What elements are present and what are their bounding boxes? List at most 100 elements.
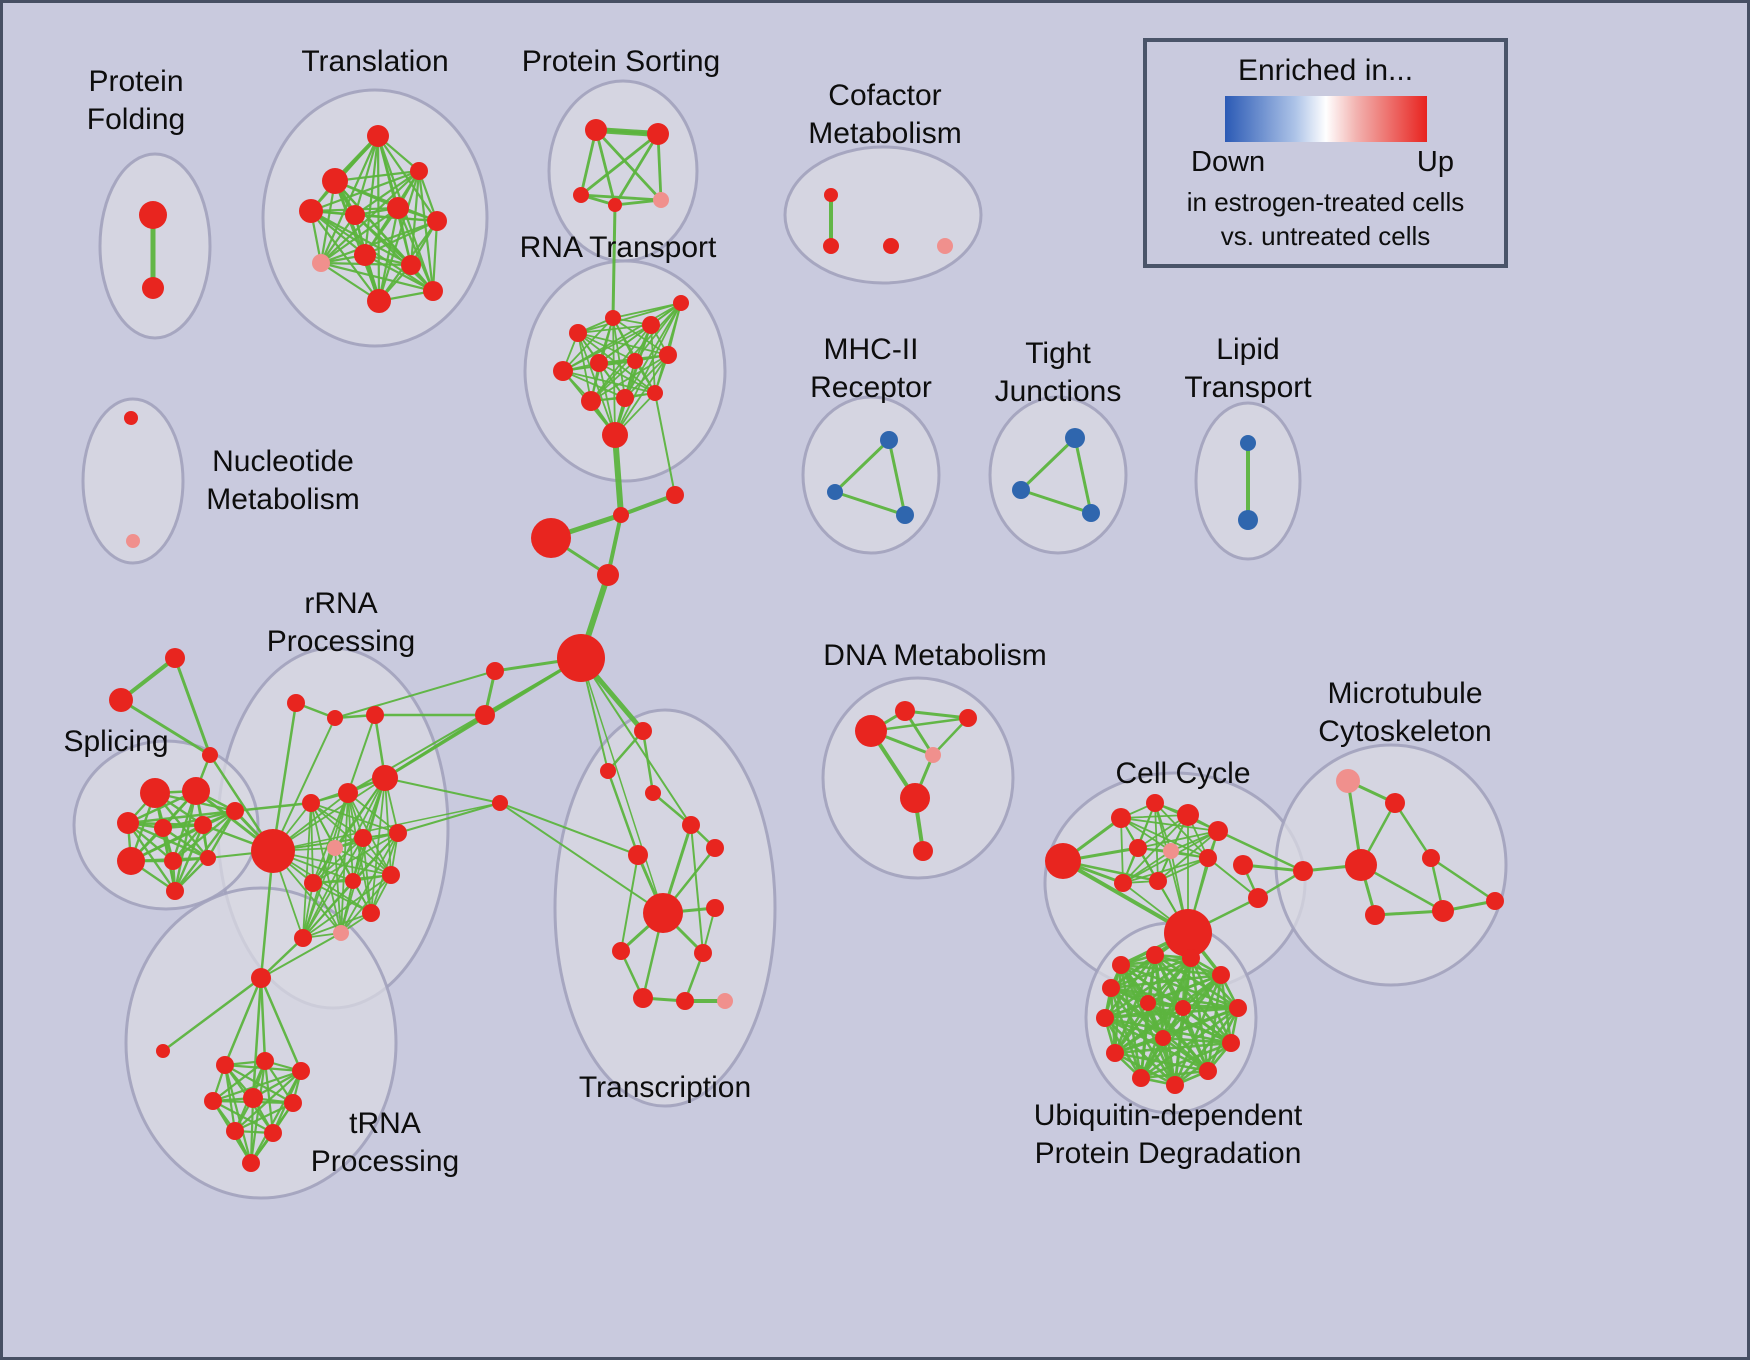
node [645,785,661,801]
edge [562,317,614,372]
edge [1019,488,1093,515]
cluster-ellipse-nucleotide-metabolism [81,397,185,565]
node [706,839,724,857]
edge [1154,802,1159,882]
edge [1109,986,1177,1087]
node [345,873,361,889]
nodes-layer [109,119,1504,1172]
node [1365,905,1385,925]
legend-down-label: Down [1191,146,1266,178]
node [117,812,139,834]
node [553,361,573,381]
node [1146,946,1164,964]
node [367,125,389,147]
edge [1103,1016,1210,1073]
edge [272,802,501,852]
edge [1113,1041,1233,1055]
node [616,389,634,407]
node [327,710,343,726]
edge [223,1063,295,1105]
node [154,819,172,837]
cluster-label-trna-processing: tRNA [349,1107,421,1140]
edge [624,354,669,399]
edge [1113,1006,1185,1055]
cluster-label-microtubule-cytoskeleton: Microtubule [1327,677,1482,710]
edge [397,802,501,834]
node [855,715,887,747]
node [1208,821,1228,841]
cluster-label-translation: Translation [301,45,448,78]
node [367,289,391,313]
edge [302,777,386,939]
edge [126,809,237,825]
edge [129,809,237,863]
edge [833,490,907,517]
edge [363,253,435,293]
node [590,354,608,372]
node [182,777,210,805]
edge [233,801,313,813]
node [557,634,605,682]
edge [119,698,212,757]
node [900,783,930,813]
edge [1161,1036,1210,1073]
node [1233,855,1253,875]
node [1432,900,1454,922]
edge [1113,953,1157,1055]
node [486,662,504,680]
node [1163,843,1179,859]
node [1293,861,1313,881]
node [937,238,953,254]
node [1102,979,1120,997]
edge [1109,986,1165,1040]
node [659,346,677,364]
node [1065,428,1085,448]
edge [409,169,421,267]
node [292,1062,310,1080]
edge [161,826,210,860]
edge [233,1101,295,1133]
edge [340,777,386,934]
edge [499,802,639,856]
node [117,847,145,875]
edge [579,193,663,202]
legend-title: Enriched in... [1237,54,1414,87]
node [1112,956,1130,974]
node [156,1044,170,1058]
edge [1139,1001,1150,1080]
node [410,162,428,180]
edge [249,1069,303,1165]
cluster-label-protein-sorting: Protein Sorting [522,45,720,78]
edge [334,670,496,719]
node [682,816,700,834]
node [913,841,933,861]
edge [614,302,682,436]
edge [312,882,372,914]
node [827,484,843,500]
node [823,238,839,254]
node [284,1094,302,1112]
node [694,944,712,962]
edge [499,802,664,914]
edge [302,880,354,939]
cluster-label-microtubule-cytoskeleton: Cytoskeleton [1318,715,1491,748]
edge [1373,909,1445,917]
node [354,829,372,847]
node [1012,481,1030,499]
edge [1206,973,1223,1073]
node [1149,872,1167,890]
edge [309,169,421,213]
node [627,353,643,369]
edge [1139,1069,1210,1080]
node [628,845,648,865]
edge [598,302,682,364]
edge [690,824,704,954]
cluster-label-nucleotide-metabolism: Nucleotide [212,445,354,478]
node [164,852,182,870]
edge [319,169,421,265]
node [602,422,628,448]
edge [562,302,682,372]
edge [1181,1006,1210,1073]
edge [211,1059,267,1103]
edge [347,792,354,882]
